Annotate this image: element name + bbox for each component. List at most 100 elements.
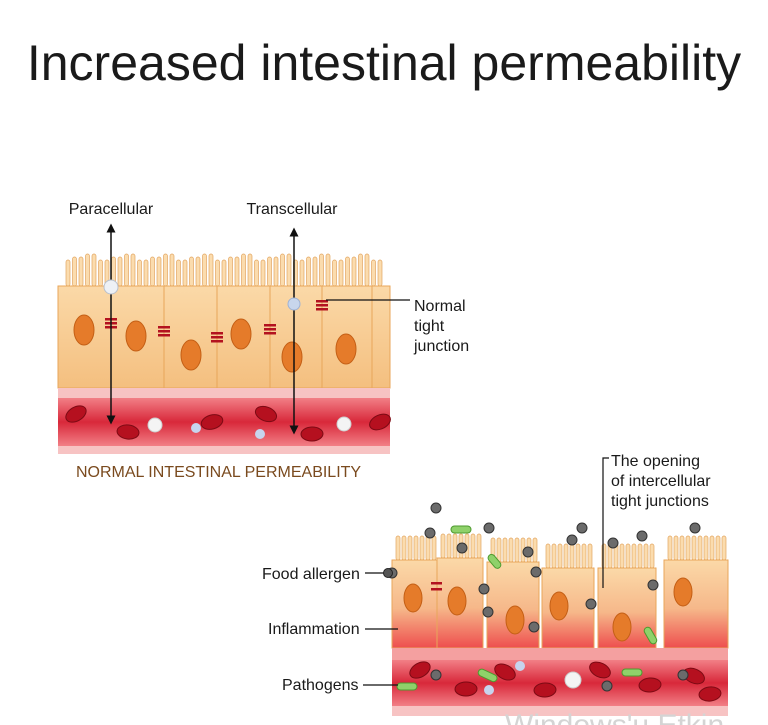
microvillus bbox=[307, 257, 311, 286]
nucleus bbox=[613, 613, 631, 641]
microvillus bbox=[582, 544, 586, 568]
microvillus bbox=[650, 544, 654, 568]
microvillus bbox=[359, 254, 363, 286]
microvillus bbox=[235, 257, 239, 286]
opening-label-line1: The opening bbox=[611, 453, 700, 470]
tight-junction bbox=[158, 334, 170, 337]
microvillus bbox=[320, 254, 324, 286]
microvillus bbox=[313, 257, 317, 286]
microvillus bbox=[698, 536, 702, 560]
allergen-particle bbox=[425, 528, 435, 538]
microvillus bbox=[414, 536, 418, 560]
nucleus bbox=[282, 342, 302, 372]
white-blood-cell bbox=[337, 417, 351, 431]
microvillus bbox=[722, 536, 726, 560]
microvillus bbox=[674, 536, 678, 560]
microvillus bbox=[86, 254, 90, 286]
allergen-particle bbox=[690, 523, 700, 533]
microvillus bbox=[378, 260, 382, 286]
microvillus bbox=[339, 260, 343, 286]
red-blood-cell bbox=[455, 682, 477, 696]
microvillus bbox=[588, 544, 592, 568]
microvillus bbox=[716, 536, 720, 560]
microvillus bbox=[453, 534, 457, 558]
allergen-particle bbox=[523, 547, 533, 557]
food-allergen-label: Food allergen bbox=[262, 566, 360, 583]
microvillus bbox=[620, 544, 624, 568]
pathogens-label: Pathogens bbox=[282, 677, 359, 694]
microvillus bbox=[503, 538, 507, 562]
watermark: Windows'u Etkin bbox=[505, 709, 724, 725]
microvillus bbox=[144, 260, 148, 286]
tight-junction bbox=[264, 328, 276, 331]
nucleus bbox=[126, 321, 146, 351]
bacterium bbox=[451, 526, 471, 533]
microvillus bbox=[692, 536, 696, 560]
microvillus bbox=[177, 260, 181, 286]
microvillus bbox=[183, 260, 187, 286]
tight-junction bbox=[211, 340, 223, 343]
tight-junction bbox=[431, 588, 442, 591]
microvillus bbox=[408, 536, 412, 560]
microvillus bbox=[66, 260, 70, 286]
microvillus bbox=[447, 534, 451, 558]
nucleus bbox=[74, 315, 94, 345]
junction-label-line1: Normal bbox=[414, 298, 466, 315]
paracellular-label: Paracellular bbox=[69, 201, 154, 218]
microvillus bbox=[151, 257, 155, 286]
microvillus bbox=[203, 254, 207, 286]
microvillus bbox=[704, 536, 708, 560]
food-allergen-marker bbox=[384, 569, 393, 578]
microvillus bbox=[668, 536, 672, 560]
tight-junction bbox=[158, 330, 170, 333]
microvillus bbox=[644, 544, 648, 568]
allergen-particle bbox=[431, 670, 441, 680]
transcellular-particle bbox=[288, 298, 300, 310]
nucleus bbox=[448, 587, 466, 615]
microvillus bbox=[79, 257, 83, 286]
junction-label-line3: junction bbox=[413, 338, 469, 355]
opening-label-line3: tight junctions bbox=[611, 493, 709, 510]
microvillus bbox=[558, 544, 562, 568]
microvillus bbox=[477, 534, 481, 558]
microvillus bbox=[680, 536, 684, 560]
microvillus bbox=[73, 257, 77, 286]
microvillus bbox=[686, 536, 690, 560]
microvillus bbox=[164, 254, 168, 286]
allergen-particle bbox=[648, 580, 658, 590]
white-blood-cell bbox=[148, 418, 162, 432]
page-title: Increased intestinal permeability bbox=[27, 35, 741, 91]
microvillus bbox=[497, 538, 501, 562]
nucleus bbox=[336, 334, 356, 364]
microvillus bbox=[222, 260, 226, 286]
microvillus bbox=[432, 536, 436, 560]
tight-junction bbox=[211, 332, 223, 335]
normal-epithelium bbox=[58, 254, 390, 388]
tight-junction bbox=[264, 332, 276, 335]
microvillus bbox=[576, 544, 580, 568]
microvillus bbox=[248, 254, 252, 286]
microvillus bbox=[346, 257, 350, 286]
microvillus bbox=[710, 536, 714, 560]
junction-label-line2: tight bbox=[414, 318, 445, 335]
allergen-particle bbox=[586, 599, 596, 609]
nucleus bbox=[181, 340, 201, 370]
microvillus bbox=[190, 257, 194, 286]
microvillus bbox=[216, 260, 220, 286]
microvillus bbox=[546, 544, 550, 568]
allergen-particle bbox=[529, 622, 539, 632]
microvillus bbox=[242, 254, 246, 286]
microvillus bbox=[632, 544, 636, 568]
allergen-particle bbox=[602, 681, 612, 691]
microvillus bbox=[396, 536, 400, 560]
microvillus bbox=[125, 254, 129, 286]
transcellular-label: Transcellular bbox=[247, 201, 339, 218]
microvillus bbox=[402, 536, 406, 560]
allergen-particle bbox=[457, 543, 467, 553]
allergen-particle bbox=[637, 531, 647, 541]
red-blood-cell bbox=[301, 427, 323, 442]
allergen-particle bbox=[678, 670, 688, 680]
microvillus bbox=[281, 254, 285, 286]
leaky-epithelial-cell bbox=[664, 560, 728, 648]
